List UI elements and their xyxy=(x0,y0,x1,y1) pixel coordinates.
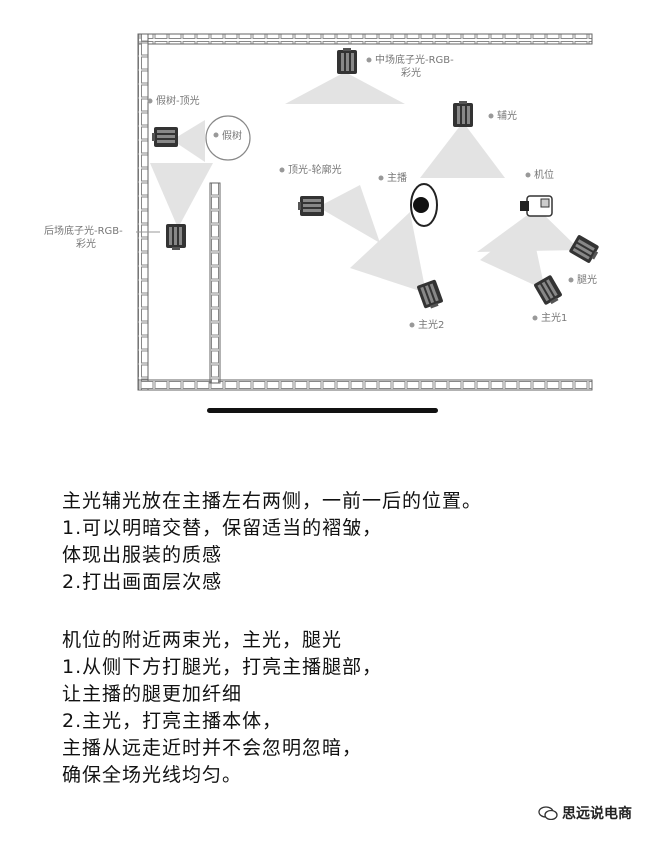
wall-top xyxy=(137,33,593,45)
text-line: 2.打出画面层次感 xyxy=(62,571,223,593)
label-host: 主播 xyxy=(387,171,407,184)
text-line: 1.从侧下方打腿光，打亮主播腿部， xyxy=(62,656,383,678)
label-mid-bg-line2: 彩光 xyxy=(401,66,421,79)
label-fill-light: 辅光 xyxy=(497,109,517,122)
light-back-bg xyxy=(166,224,186,250)
light-fake-tree-top xyxy=(152,127,178,147)
wall-bottom xyxy=(137,379,593,391)
watermark-text: 思远说电商 xyxy=(562,806,632,822)
label-back-bg-line2: 彩光 xyxy=(76,237,96,250)
text-line: 1.可以明暗交替，保留适当的褶皱， xyxy=(62,517,383,539)
text-block-camera-lights: 机位的附近两束光，主光，腿光 1.从侧下方打腿光，打亮主播腿部， 让主播的腿更加… xyxy=(62,627,382,789)
label-fake-tree-top: 假树-顶光 xyxy=(156,94,200,107)
label-key-light-1: 主光1 xyxy=(541,311,567,324)
text-line: 机位的附近两束光，主光，腿光 xyxy=(62,629,343,651)
beam-fill xyxy=(420,122,505,178)
text-block-key-fill: 主光辅光放在主播左右两侧，一前一后的位置。 1.可以明暗交替，保留适当的褶皱， … xyxy=(62,488,482,596)
fake-tree: 假树 xyxy=(205,115,251,161)
label-camera: 机位 xyxy=(534,168,554,181)
label-mid-bg-line1: 中场底子光-RGB- xyxy=(375,53,454,66)
beam-mid-bg xyxy=(285,72,405,104)
beam-key-2 xyxy=(350,212,426,293)
text-line: 让主播的腿更加纤细 xyxy=(62,683,243,705)
label-leg-light: 腿光 xyxy=(577,273,597,286)
wall-inner-divider xyxy=(209,182,221,384)
light-top-contour xyxy=(298,196,324,216)
camera-icon xyxy=(520,195,553,217)
studio-lighting-diagram: 假树 中场底子光-RGB- 彩光 假树-顶光 辅光 顶光-轮廓光 主播 机位 后… xyxy=(44,33,602,413)
text-line: 体现出服装的质感 xyxy=(62,544,223,566)
light-leg xyxy=(568,234,602,265)
wechat-icon xyxy=(538,806,558,820)
label-top-contour: 顶光-轮廓光 xyxy=(288,163,342,176)
beam-fake-tree-top xyxy=(172,120,205,162)
wall-left xyxy=(137,33,149,391)
label-key-light-2: 主光2 xyxy=(418,318,444,331)
text-line: 主光辅光放在主播左右两侧，一前一后的位置。 xyxy=(62,490,483,512)
watermark: 思远说电商 xyxy=(538,803,632,823)
fake-tree-label: 假树 xyxy=(222,129,242,142)
home-indicator-bar xyxy=(207,408,438,413)
light-mid-bg xyxy=(337,48,357,74)
beam-back-bg xyxy=(150,163,213,228)
text-line: 主播从远走近时并不会忽明忽暗， xyxy=(62,737,363,759)
beam-key-1 xyxy=(480,220,545,290)
text-line: 确保全场光线均匀。 xyxy=(62,764,243,786)
text-line: 2.主光，打亮主播本体， xyxy=(62,710,283,732)
beam-top-contour xyxy=(318,185,380,243)
label-back-bg-line1: 后场底子光-RGB- xyxy=(44,224,123,237)
light-fill xyxy=(453,101,473,127)
host-figure xyxy=(410,183,438,227)
